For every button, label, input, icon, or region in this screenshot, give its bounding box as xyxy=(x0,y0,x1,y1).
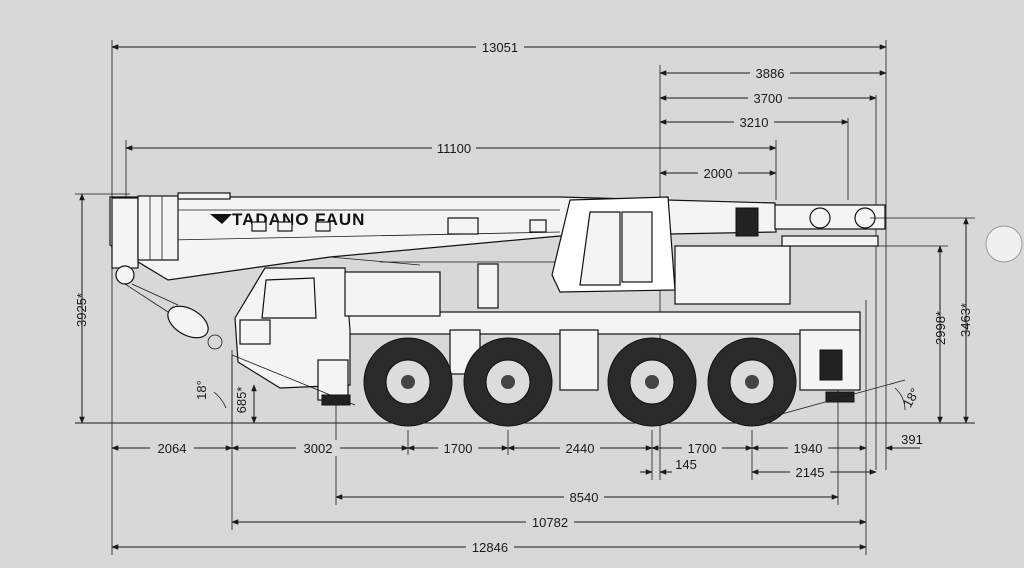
dim-11100: 11100 xyxy=(125,140,777,156)
dim-label-3210: 3210 xyxy=(740,115,769,130)
dim-3886: 3886 xyxy=(659,65,887,81)
angle-label-rear: 18° xyxy=(900,385,923,410)
dim-2145: 2145 xyxy=(751,464,877,480)
superstructure xyxy=(674,245,791,305)
dim-label-391: 391 xyxy=(901,432,923,447)
crane-vehicle: TADANO FAUN xyxy=(109,192,886,427)
dim-label-2998: 2998* xyxy=(933,311,948,345)
dim-label-11100: 11100 xyxy=(437,141,471,156)
dim-3463: 3463* xyxy=(870,217,975,424)
dim-label-2145: 2145 xyxy=(796,465,825,480)
dim-label-2440: 2440 xyxy=(566,441,595,456)
dim-2998: 2998* xyxy=(790,245,948,424)
dim-10782: 10782 xyxy=(231,514,867,530)
dim-2000: 2000 xyxy=(659,165,777,181)
rear-departure-angle xyxy=(759,379,906,421)
dim-label-3886: 3886 xyxy=(756,66,785,81)
wheel-1 xyxy=(363,337,453,427)
dim-label-2064: 2064 xyxy=(158,441,187,456)
dim-label-1700-b: 1700 xyxy=(688,441,717,456)
dim-row-axles: 2064 3002 1700 2440 1700 1940 391 xyxy=(111,430,923,480)
dim-label-1700-a: 1700 xyxy=(444,441,473,456)
brand-logo-mark xyxy=(210,214,232,224)
dim-label-10782: 10782 xyxy=(532,515,568,530)
dim-label-145: 145 xyxy=(675,457,697,472)
angle-label-front: 18° xyxy=(194,380,209,400)
dim-label-12846: 12846 xyxy=(472,540,508,555)
dim-label-3463: 3463* xyxy=(958,303,973,337)
dim-label-13051: 13051 xyxy=(482,40,518,55)
wheel-4 xyxy=(707,337,797,427)
dim-3210: 3210 xyxy=(659,114,849,130)
wheel-3 xyxy=(607,337,697,427)
dim-145: 145 xyxy=(640,457,697,475)
dim-label-3925: 3925* xyxy=(74,293,89,327)
decorative-sphere xyxy=(985,225,1023,263)
dim-685: 685* xyxy=(234,384,257,424)
dim-label-2000: 2000 xyxy=(704,166,733,181)
dim-12846: 12846 xyxy=(111,539,867,555)
dim-label-8540: 8540 xyxy=(570,490,599,505)
dim-3700: 3700 xyxy=(659,90,877,106)
wheel-2 xyxy=(463,337,553,427)
dim-13051: 13051 xyxy=(111,39,887,55)
dim-label-1940: 1940 xyxy=(794,441,823,456)
dim-3925: 3925* xyxy=(74,193,130,424)
dim-label-685: 685* xyxy=(234,387,249,414)
dim-label-3700: 3700 xyxy=(754,91,783,106)
hook-block xyxy=(167,305,209,339)
front-approach-angle xyxy=(213,354,356,423)
dim-label-3002: 3002 xyxy=(304,441,333,456)
dim-8540: 8540 xyxy=(335,489,839,505)
